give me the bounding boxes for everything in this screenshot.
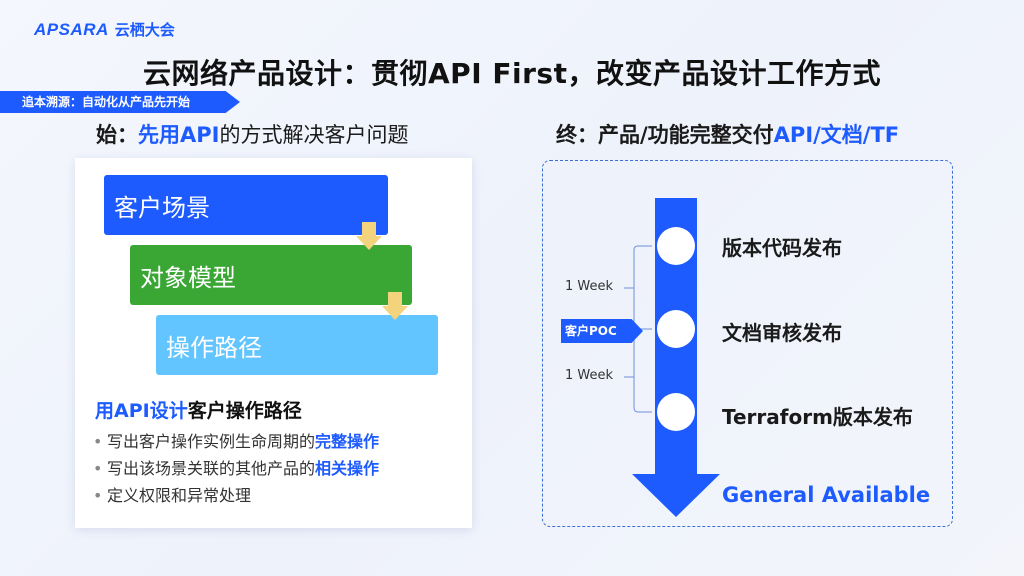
bullet-dot-icon: • [93,486,103,505]
bullet-dot-icon: • [93,459,103,478]
step-object-model: 对象模型 [130,245,412,305]
bracket-week-2 [633,328,652,413]
right-subtitle: 终：产品/功能完整交付API/文档/TF [556,119,899,149]
list-item: •写出该场景关联的其他产品的相关操作 [93,455,379,482]
left-card: 客户场景 对象模型 操作路径 用API设计客户操作路径 •写出客户操作实例生命周… [75,158,472,528]
left-subtitle-prefix: 始： [96,123,138,147]
general-available-label: General Available [722,483,931,507]
timeline-arrow-shape [632,198,720,517]
bullet-text: 写出客户操作实例生命周期的 [107,432,316,451]
milestone-circle-2 [657,310,695,348]
logo: APSARA 云栖大会 [34,19,175,40]
bullet-list: •写出客户操作实例生命周期的完整操作 •写出该场景关联的其他产品的相关操作 •定… [93,428,379,509]
step-customer-scenario: 客户场景 [104,175,388,235]
left-heading-rest: 客户操作路径 [187,400,302,422]
milestone-circle-1 [657,227,695,265]
down-arrow-icon [356,222,382,252]
down-arrow-icon [382,292,408,322]
left-heading: 用API设计客户操作路径 [95,396,302,423]
milestone-doc-release: 文档审核发布 [722,321,842,345]
bullet-dot-icon: • [93,432,103,451]
list-item: •写出客户操作实例生命周期的完整操作 [93,428,379,455]
week-label-1: 1 Week [565,279,614,294]
bullet-highlight: 相关操作 [315,459,380,478]
slide-title: 云网络产品设计：贯彻API First，改变产品设计工作方式 [143,57,881,90]
step-operation-path: 操作路径 [156,315,438,375]
left-heading-highlight: 用API设计 [95,400,188,422]
apsara-logo-mark: APSARA [34,19,109,39]
milestone-circle-3 [657,393,695,431]
bullet-text: 写出该场景关联的其他产品的 [107,459,316,478]
week-label-2: 1 Week [565,368,614,383]
bullet-text: 定义权限和异常处理 [107,486,252,505]
right-subtitle-prefix: 终：产品/功能完整交付 [556,123,774,147]
poc-tag: 客户POC [561,319,643,343]
right-dashed-box [542,160,953,527]
list-item: •定义权限和异常处理 [93,482,379,509]
left-subtitle: 始：先用API的方式解决客户问题 [96,119,408,149]
bullet-highlight: 完整操作 [315,432,380,451]
left-subtitle-rest: 的方式解决客户问题 [219,123,409,147]
section-ribbon: 追本溯源：自动化从产品先开始 [0,91,240,113]
logo-chinese-text: 云栖大会 [114,21,175,39]
left-subtitle-highlight: 先用API [138,123,220,147]
milestone-code-release: 版本代码发布 [722,236,842,260]
bracket-week-1 [633,245,652,330]
right-subtitle-highlight: API/文档/TF [773,123,900,147]
milestone-terraform-release: Terraform版本发布 [722,405,913,429]
